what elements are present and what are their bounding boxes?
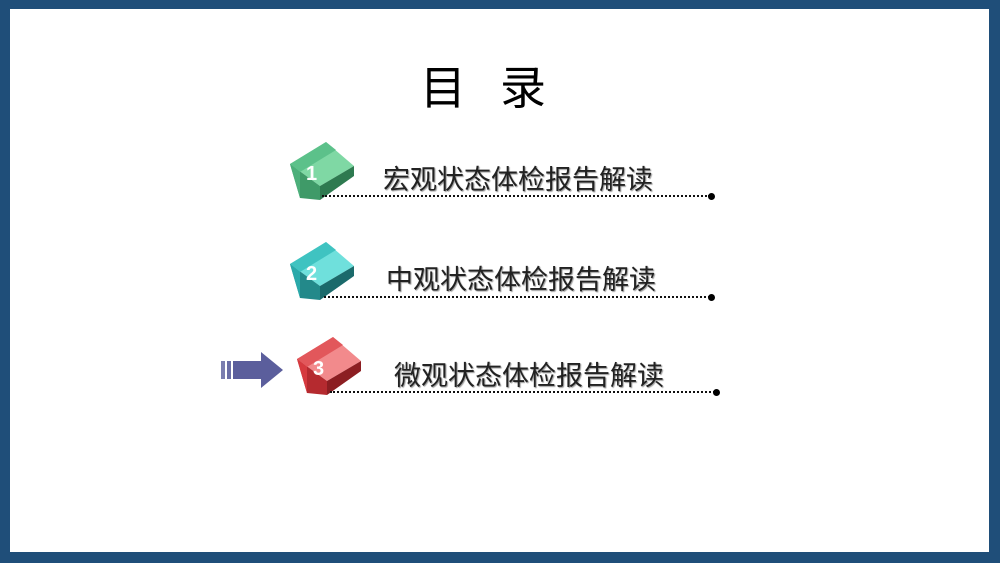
divider-end-dot [713, 389, 720, 396]
title-char-2: 录 [500, 61, 580, 115]
item-label: 中观状态体检报告解读 [386, 265, 656, 296]
divider-end-dot [708, 193, 715, 200]
item-number: 2 [306, 263, 318, 285]
cube-icon [297, 337, 361, 395]
page-title: 目录 [0, 52, 1000, 118]
slide-canvas [10, 9, 989, 552]
item-label: 微观状态体检报告解读 [394, 361, 664, 392]
cube-icon [290, 242, 354, 300]
item-number: 3 [313, 358, 325, 380]
item-label: 宏观状态体检报告解读 [383, 165, 653, 196]
dotted-divider [330, 391, 715, 393]
item-number: 1 [306, 163, 318, 185]
cube-icon [290, 142, 354, 200]
title-char-1: 目 [420, 61, 500, 115]
divider-end-dot [708, 294, 715, 301]
dotted-divider [324, 296, 710, 298]
right-arrow-icon [221, 352, 283, 388]
dotted-divider [322, 195, 710, 197]
